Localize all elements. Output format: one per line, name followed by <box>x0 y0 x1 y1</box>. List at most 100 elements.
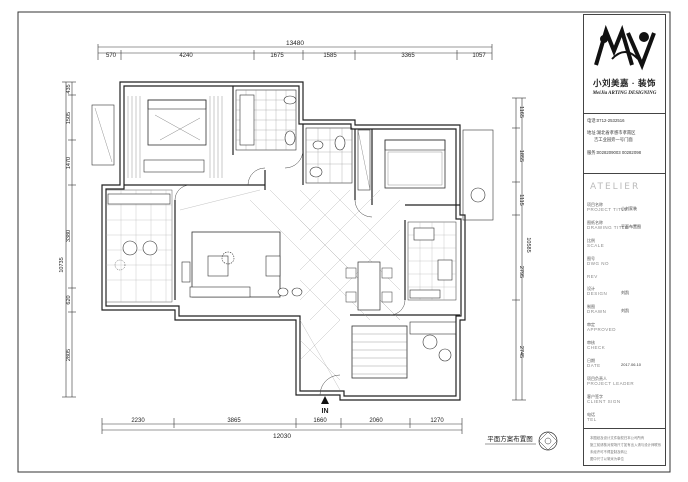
kitchen-sink <box>413 227 435 241</box>
compass-stamp-icon <box>538 431 558 451</box>
title-block: 小刘美嘉 · 装饰 MeiJia ARTING DESIGNING 电话:071… <box>583 14 666 466</box>
field-label-cn: 图号 <box>587 256 595 261</box>
chair <box>345 267 357 279</box>
logo-mark-icon <box>594 25 656 71</box>
title-notes: 本图纸及设计文件版权归本公司所有 施工前请核对现场尺寸如有出入请与设计师联系 未… <box>584 428 665 466</box>
field-label-en: APPROVED <box>587 327 617 332</box>
dim-left-seg: 435 <box>66 84 72 93</box>
field-row: 设计 DESIGN 刘凯 <box>587 286 663 296</box>
sheet-border <box>17 11 671 473</box>
armchair-icon <box>438 348 452 362</box>
company-logo: 小刘美嘉 · 装饰 MeiJia ARTING DESIGNING <box>584 15 665 113</box>
field-row: 图号 DWG NO <box>587 256 663 266</box>
dim-bottom-seg: 2060 <box>369 418 383 424</box>
field-row: 比例 SCALE <box>587 238 663 248</box>
stool-icon <box>277 287 289 297</box>
chair <box>381 267 393 279</box>
dim-top-total: 13480 <box>286 40 304 47</box>
field-value: 平面布置图 <box>621 224 641 229</box>
field-row: 图纸名称 DRAWING TITLE 平面布置图 <box>587 220 663 230</box>
wardrobe-2 <box>357 129 371 191</box>
study-room <box>105 189 173 303</box>
field-row: 项目名称 PROJECT TITLE 小刘家装 <box>587 202 663 212</box>
field-row: REV <box>587 274 663 279</box>
sofa <box>181 261 191 283</box>
company-name-en: MeiJia ARTING DESIGNING <box>592 91 657 96</box>
field-label-en: SCALE <box>587 243 605 248</box>
dimension-right <box>512 97 526 401</box>
stove <box>437 259 453 281</box>
dim-right-seg: 1115 <box>518 194 524 205</box>
armchair-icon <box>422 334 438 350</box>
wardrobe-3 <box>409 321 457 335</box>
dim-bottom-total: 12030 <box>273 433 291 440</box>
plant-icon <box>221 251 235 265</box>
interior-walls <box>124 86 460 316</box>
field-row: 审定 APPROVED <box>587 322 663 332</box>
field-label-en: DATE <box>587 363 601 368</box>
note-line: 施工前请核对现场尺寸如有出入请与设计师联系 <box>590 443 662 447</box>
title-fields: ATELIER 项目名称 PROJECT TITLE 小刘家装 图纸名称 DRA… <box>584 173 665 429</box>
field-label-cn: 审核 <box>587 340 595 345</box>
dim-right-seg: 1165 <box>518 106 524 118</box>
sink-icon <box>283 95 297 105</box>
dim-left-seg: 1505 <box>66 112 72 124</box>
stool-icon <box>291 287 303 297</box>
armchair-icon <box>470 187 486 203</box>
atelier-watermark: ATELIER <box>590 182 641 192</box>
chair <box>345 291 357 303</box>
company-fax: 服务:0028209003 00282098 <box>587 150 641 155</box>
toilet-icon <box>284 130 296 146</box>
field-label-cn: 客户签字 <box>587 394 603 399</box>
field-label-cn: 图纸名称 <box>587 220 603 225</box>
door-swings <box>174 149 406 396</box>
field-label-en: TEL <box>587 417 597 422</box>
field-label-en: PROJECT LEADER <box>587 381 635 386</box>
armchair-icon <box>122 240 138 256</box>
field-value: 刘凯 <box>621 290 629 295</box>
dim-left-seg: 620 <box>66 295 72 304</box>
dim-bottom-seg: 1660 <box>313 418 327 424</box>
field-row: 电话 TEL <box>587 412 663 422</box>
field-label-en: CHECK <box>587 345 606 350</box>
field-label-en: DRAWN <box>587 309 607 314</box>
toilet-icon <box>334 135 346 151</box>
bed-2 <box>384 139 446 189</box>
field-row: 日期 DATE 2017.06.10 <box>587 358 663 368</box>
field-row: 客户签字 CLIENT SIGN <box>587 394 663 404</box>
field-row: 审核 CHECK <box>587 340 663 350</box>
drawing-title: 平面方案布置图 <box>487 434 533 443</box>
field-value: 2017.06.10 <box>621 362 642 367</box>
dimension-top <box>97 44 493 60</box>
balcony <box>91 104 115 166</box>
dim-top-seg: 1057 <box>472 53 486 59</box>
wardrobe <box>143 159 205 173</box>
counter <box>409 289 441 299</box>
field-label-cn: 审定 <box>587 322 595 327</box>
company-contact: 电话:0712-2532516 地址:湖北省孝感市孝南区 吉工业园旁一号门面 服… <box>584 113 665 174</box>
field-label-cn: 日期 <box>587 358 595 363</box>
sink-icon <box>312 140 324 150</box>
dim-left-seg: 1470 <box>66 157 72 169</box>
company-address: 地址:湖北省孝感市孝南区 <box>587 130 636 135</box>
field-value: 小刘家装 <box>621 206 637 211</box>
chair <box>381 291 393 303</box>
dim-bottom-seg: 2230 <box>131 418 145 424</box>
note-line: 本图纸及设计文件版权归本公司所有 <box>590 436 645 440</box>
field-label-en: DESIGN <box>587 291 608 296</box>
dim-bottom-seg: 3865 <box>227 418 241 424</box>
master-bed <box>147 99 207 146</box>
dim-top-seg: 4240 <box>179 53 193 59</box>
note-line: 未经许可不得复制及转让 <box>590 450 628 454</box>
dim-right-seg: 2795 <box>518 266 524 278</box>
armchair-icon <box>142 240 158 256</box>
dim-right-seg: 1855 <box>518 150 524 162</box>
field-label-cn: 制图 <box>587 304 595 309</box>
field-value: 刘凯 <box>621 308 629 313</box>
dim-left-total: 10735 <box>59 257 65 272</box>
note-line: 图中尺寸以毫米为单位 <box>590 457 624 461</box>
dim-right-total: 10585 <box>525 237 531 252</box>
entrance-label: IN <box>322 408 329 415</box>
bathroom-2 <box>305 127 353 184</box>
